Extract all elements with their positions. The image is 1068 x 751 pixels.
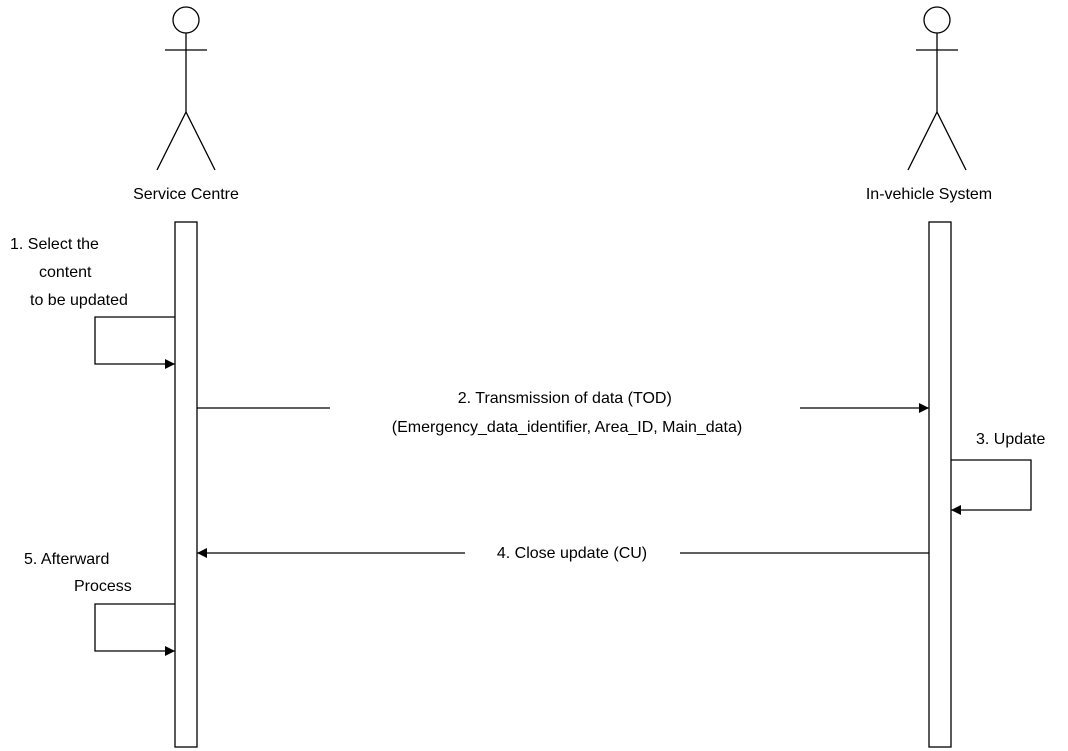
step5-self-arrow: [94, 603, 175, 656]
step5-label: 5. Afterward Process: [24, 551, 132, 595]
service-centre-lifeline: [174, 221, 198, 748]
step1-label: 1. Select the content to be updated: [10, 236, 128, 309]
service-centre-actor-icon: [156, 6, 216, 171]
in-vehicle-system-actor-icon: [907, 6, 967, 171]
step2-label: 2. Transmission of data (TOD) (Emergency…: [392, 390, 742, 436]
in-vehicle-system-lifeline: [928, 221, 952, 748]
step4-label: 4. Close update (CU): [497, 545, 647, 562]
actor-label-service-centre: Service Centre: [133, 186, 239, 203]
step3-label: 3. Update: [976, 431, 1045, 448]
step3-self-arrow: [951, 459, 1032, 515]
step1-self-arrow: [94, 316, 175, 369]
actor-label-in-vehicle-system: In-vehicle System: [866, 186, 992, 203]
